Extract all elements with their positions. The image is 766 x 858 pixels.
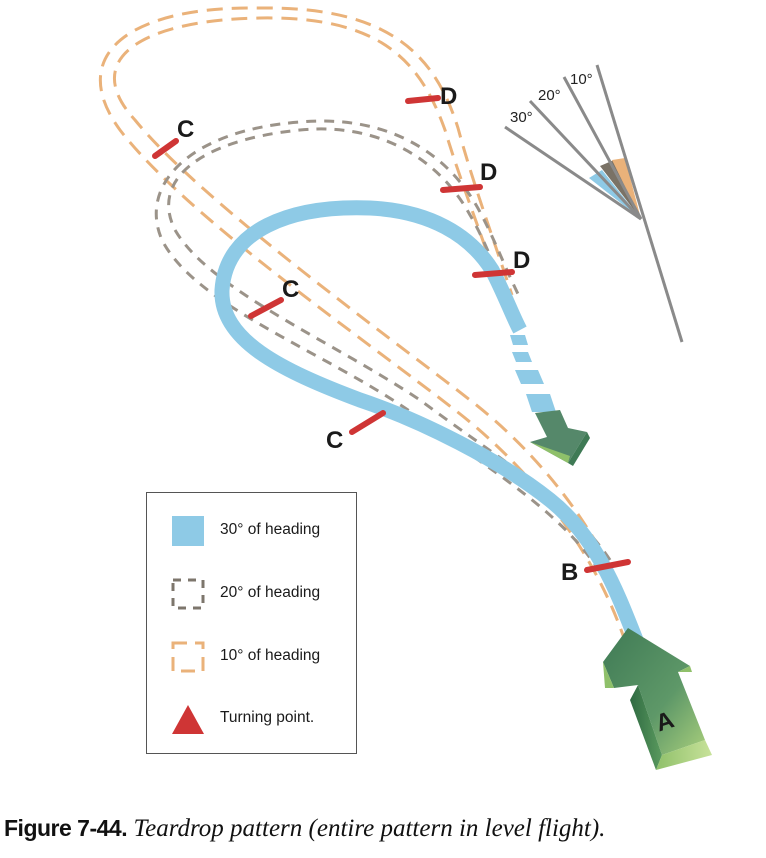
teardrop-diagram: B C C C D D D A 30° 20° 10° xyxy=(98,6,712,770)
marker-b xyxy=(584,559,631,573)
path-10-degree xyxy=(98,6,642,645)
entry-arrow-a-icon: A xyxy=(603,628,712,770)
figure-caption-text: Teardrop pattern (entire pattern in leve… xyxy=(133,815,606,842)
marker-d-20 xyxy=(440,184,483,193)
marker-d-30 xyxy=(472,269,515,278)
label-c-20: C xyxy=(282,276,299,303)
turning-point-markers xyxy=(152,95,631,573)
marker-d-10 xyxy=(405,95,441,104)
blue-square-icon xyxy=(172,516,204,546)
angle-line-10 xyxy=(562,76,643,220)
figure-caption: Figure 7-44. Teardrop pattern (entire pa… xyxy=(4,815,605,843)
label-d-10: D xyxy=(440,83,457,110)
red-triangle-icon xyxy=(172,705,204,734)
angle-label-10: 10° xyxy=(570,71,593,88)
legend: 30° of heading 20° of heading 10° of hea… xyxy=(146,492,357,754)
angle-label-30: 30° xyxy=(510,109,533,126)
angle-line-20 xyxy=(528,99,643,221)
legend-item-20-degree: 20° of heading xyxy=(147,574,356,614)
label-d-20: D xyxy=(480,159,497,186)
path-30-degree xyxy=(214,200,647,653)
marker-c-20 xyxy=(248,297,284,319)
figure-number: Figure 7-44. xyxy=(4,815,128,841)
angle-label-20: 20° xyxy=(538,87,561,104)
orange-dashed-square-icon xyxy=(171,641,205,673)
marker-c-30 xyxy=(349,410,386,435)
heading-angle-diagram: 30° 20° 10° xyxy=(504,64,684,343)
label-c-10: C xyxy=(177,116,194,143)
legend-item-turning-point: Turning point. xyxy=(147,699,356,739)
angle-line-30 xyxy=(504,125,642,221)
path-20-degree xyxy=(154,119,612,573)
label-d-30: D xyxy=(513,247,530,274)
label-c-30: C xyxy=(326,427,343,454)
legend-item-30-degree: 30° of heading xyxy=(147,511,356,551)
legend-label: 30° of heading xyxy=(220,521,321,538)
legend-label: 20° of heading xyxy=(220,584,321,601)
exit-arrow-icon xyxy=(530,410,590,466)
marker-c-10 xyxy=(152,138,179,159)
legend-label: 10° of heading xyxy=(220,647,321,664)
label-b: B xyxy=(561,559,578,586)
gray-dashed-square-icon xyxy=(171,578,205,610)
legend-item-10-degree: 10° of heading xyxy=(147,637,356,677)
angle-line-reference xyxy=(595,64,684,343)
legend-label: Turning point. xyxy=(220,709,315,726)
